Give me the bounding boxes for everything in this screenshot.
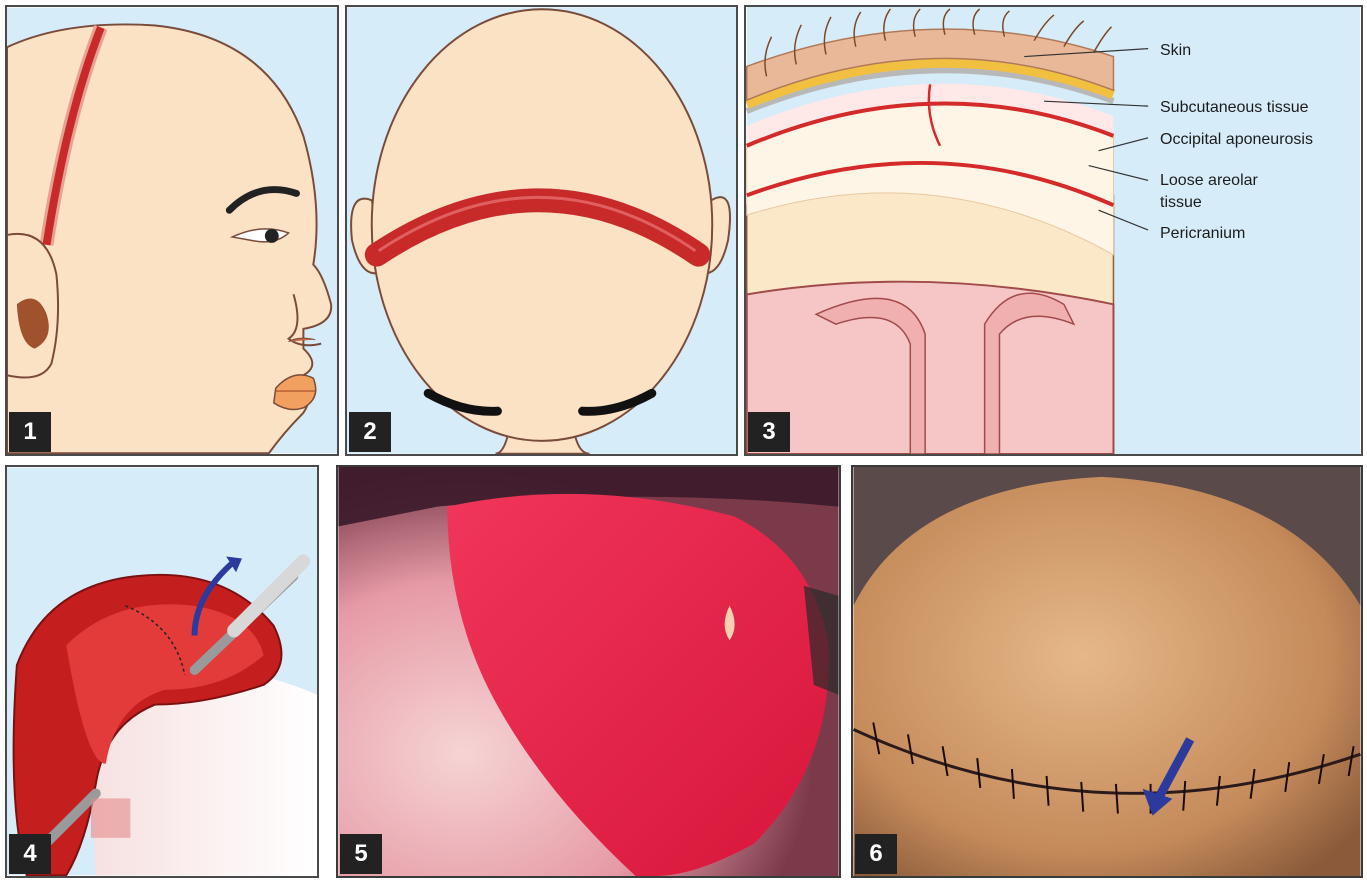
label-occipital-aponeurosis: Occipital aponeurosis	[1160, 129, 1313, 151]
panel-5-intraoperative-photo: 5	[336, 465, 841, 878]
panel-3-scalp-layers: Skin Subcutaneous tissue Occipital apone…	[744, 5, 1363, 456]
panel-number-4: 4	[9, 834, 51, 874]
label-skin: Skin	[1160, 40, 1191, 62]
label-loose-areolar-line2: tissue	[1160, 192, 1202, 214]
vertex-head-illustration	[347, 7, 736, 454]
panel-number-6: 6	[855, 834, 897, 874]
scalp-cross-section	[746, 7, 1361, 454]
label-loose-areolar-line1: Loose areolar	[1160, 170, 1258, 192]
lateral-head-illustration	[7, 7, 337, 454]
panel-number-2: 2	[349, 412, 391, 452]
panel-1-lateral-head: 1	[5, 5, 339, 456]
panel-2-vertex-view: 2	[345, 5, 738, 456]
panel-number-3: 3	[748, 412, 790, 452]
panel-6-sutured-incision-photo: 6	[851, 465, 1363, 878]
panel-number-5: 5	[340, 834, 382, 874]
flap-elevation-illustration	[7, 467, 317, 876]
label-subcutaneous-tissue: Subcutaneous tissue	[1160, 97, 1309, 119]
panel-number-1: 1	[9, 412, 51, 452]
sutured-incision-photo	[853, 467, 1361, 876]
intraoperative-photo	[338, 467, 839, 876]
label-pericranium: Pericranium	[1160, 223, 1245, 245]
panel-4-flap-elevation: 4	[5, 465, 319, 878]
